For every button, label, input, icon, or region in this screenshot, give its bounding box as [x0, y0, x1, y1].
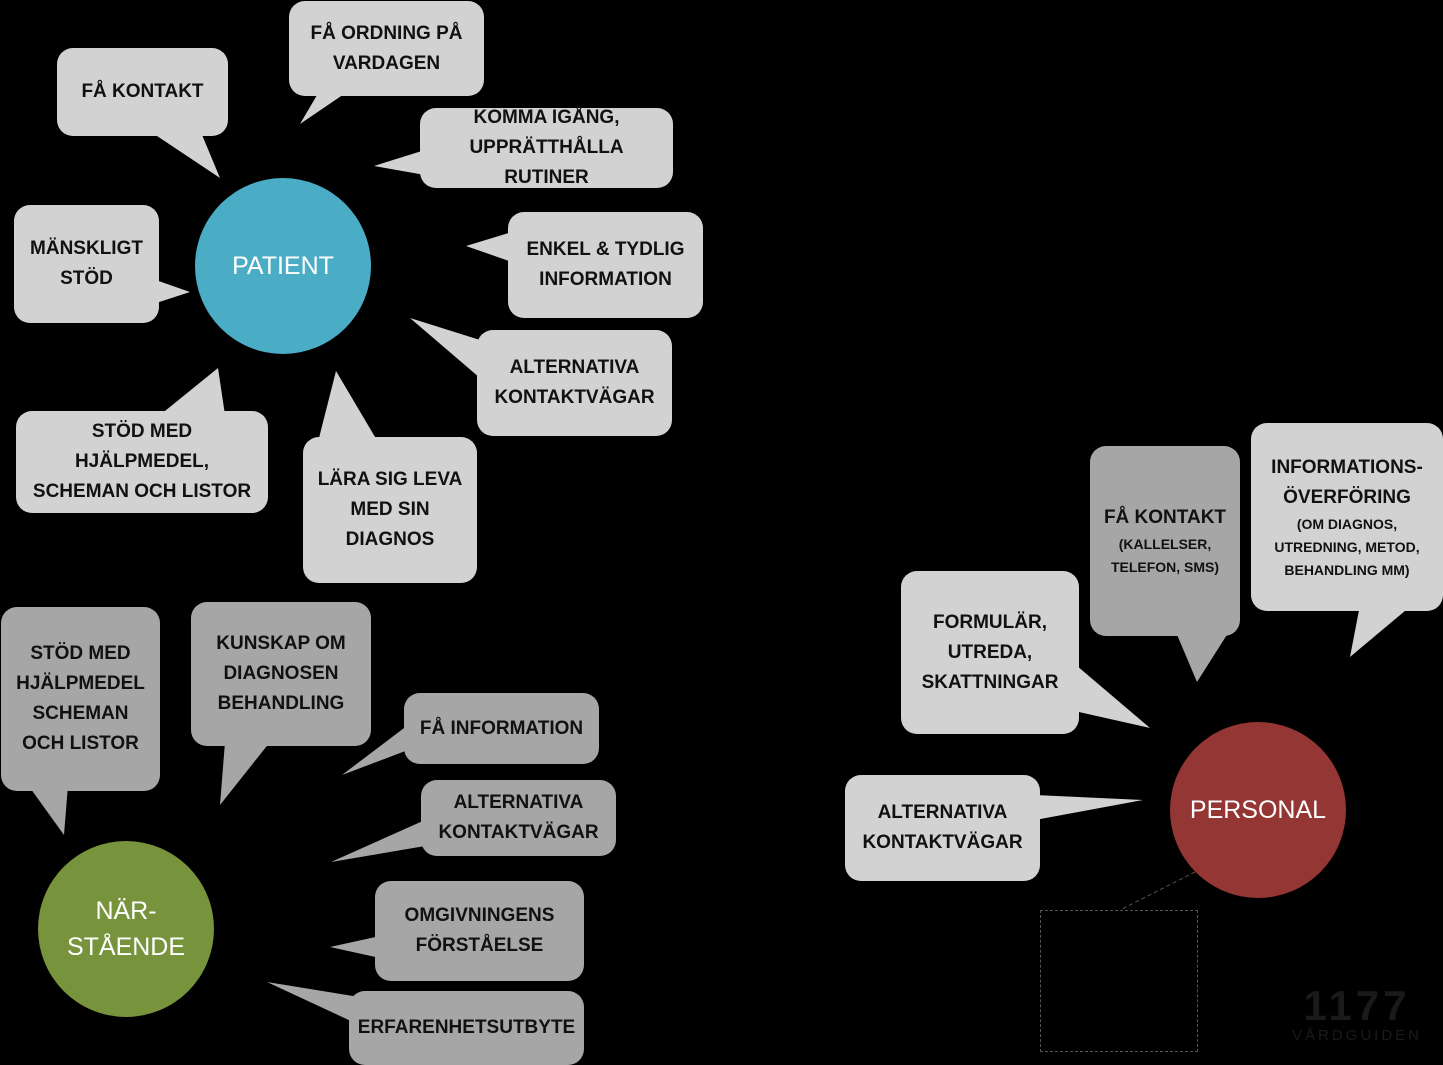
bubble-line: NÄR-	[95, 897, 157, 925]
bubble-personal-information: INFORMATIONS- ÖVERFÖRING (OM DIAGNOS, UTRE…	[1251, 423, 1443, 611]
bubble-line: STÅENDE	[66, 933, 186, 961]
bubble-line: VARDAGEN	[332, 52, 441, 74]
bubble-line: ENKEL & TYDLIG	[526, 239, 685, 260]
connector-line	[1119, 871, 1196, 911]
bubble-line: BEHANDLING	[217, 693, 345, 714]
information-details: (OM DIAGNOS, UTREDNING, METOD, BEHANDLING …	[1274, 513, 1419, 582]
bubble-patient-stod-hjalpmedel: STÖD MED HJÄLPMEDEL, SCHEMAN OCH LISTOR	[16, 411, 268, 513]
bubble-tail	[318, 371, 378, 442]
bubble-line: SCHEMAN OCH LISTOR	[32, 481, 252, 502]
bubble-personal-fa-kontakt: FÅ KONTAKT (KALLELSER, TELEFON, SMS)	[1090, 446, 1240, 636]
bubble-line: OMGIVNINGENS	[404, 905, 555, 926]
bubble-line: FÅ KONTAKT	[81, 81, 204, 102]
bubble-patient-komma-igang: KOMMA IGÅNG, UPPRÄTTHÅLLA RUTINER	[420, 107, 673, 188]
bubble-tail	[331, 820, 425, 862]
bubble-line: MÄNSKLIGT	[30, 238, 143, 259]
bubble-narstaende-stod: STÖD MED HJÄLPMEDEL SCHEMAN OCH LISTOR	[1, 607, 160, 791]
logo-number: 1177	[1303, 982, 1411, 1029]
bubble-patient-enkel-information: ENKEL & TYDLIG INFORMATION	[508, 212, 703, 318]
bubble-narstaende-kunskap: KUNSKAP OM DIAGNOSEN BEHANDLING	[191, 602, 371, 746]
bubble-patient-fa-kontakt: FÅ KONTAKT	[57, 48, 228, 136]
bubble-line: INFORMATION	[539, 269, 672, 290]
bubble-tail	[330, 936, 380, 958]
bubble-line: ALTERNATIVA	[453, 792, 584, 813]
bubble-line: DIAGNOSEN	[223, 663, 339, 684]
bubble-line: UPPRÄTTHÅLLA RUTINER	[469, 137, 624, 188]
bubble-line: KUNSKAP OM	[216, 633, 346, 654]
bubble-line: BEHANDLING MM)	[1284, 561, 1410, 578]
bubble-tail	[28, 785, 68, 835]
bubble-narstaende-omgivningens: OMGIVNINGENS FÖRSTÅELSE	[375, 881, 584, 981]
bubble-line: STÖD MED HJÄLPMEDEL,	[74, 421, 210, 472]
fa-kontakt-heading: FÅ KONTAKT	[1104, 503, 1226, 533]
bubble-tail	[150, 278, 190, 305]
bubble-line: KOMMA IGÅNG,	[473, 107, 620, 128]
bubble-tail	[466, 232, 512, 262]
vardguiden-logo: 1177 VÅRDGUIDEN	[1282, 985, 1432, 1047]
bubble-tail	[1175, 630, 1230, 682]
bubble-line: ALTERNATIVA	[509, 357, 640, 378]
fa-kontakt-details: (KALLELSER, TELEFON, SMS)	[1111, 533, 1219, 579]
bubble-line: ALTERNATIVA	[877, 802, 1008, 823]
bubble-line: MED SIN	[350, 499, 430, 520]
bubble-line: (OM DIAGNOS,	[1296, 515, 1398, 532]
bubble-tail	[1035, 795, 1143, 820]
bubble-tail	[160, 368, 225, 415]
placeholder-box	[1040, 910, 1198, 1052]
bubble-narstaende-erfarenhet: ERFARENHETSUTBYTE	[349, 991, 584, 1065]
bubble-line: ERFARENHETSUTBYTE	[357, 1017, 576, 1038]
bubble-tail	[1350, 605, 1412, 657]
bubble-line: SKATTNINGAR	[921, 671, 1059, 693]
bubble-line: KONTAKTVÄGAR	[438, 822, 599, 843]
node-patient: PATIENT	[195, 178, 371, 354]
bubble-tail	[148, 130, 220, 178]
bubble-line: UTREDNING, METOD,	[1274, 538, 1420, 555]
node-narstaende: NÄR- STÅENDE	[38, 841, 214, 1017]
bubble-line: (KALLELSER,	[1118, 536, 1212, 552]
bubble-patient-fa-ordning: FÅ ORDNING PÅ VARDAGEN	[289, 1, 484, 96]
bubble-personal-alternativa: ALTERNATIVA KONTAKTVÄGAR	[845, 775, 1040, 881]
bubble-line: FÅ ORDNING PÅ	[310, 22, 463, 44]
bubble-line: TELEFON, SMS)	[1110, 559, 1220, 575]
bubble-line: INFORMATIONS-	[1271, 456, 1423, 478]
logo-text: VÅRDGUIDEN	[1291, 1027, 1422, 1044]
bubble-patient-lara-sig: LÄRA SIG LEVA MED SIN DIAGNOS	[303, 437, 477, 583]
bubble-line: OCH LISTOR	[22, 733, 139, 754]
bubble-patient-manskligt-stod: MÄNSKLIGT STÖD	[14, 205, 159, 323]
bubble-line: FÅ KONTAKT	[1103, 507, 1227, 528]
bubble-line: FÅ INFORMATION	[419, 717, 584, 739]
bubble-personal-formular: FORMULÄR, UTREDA, SKATTNINGAR	[901, 571, 1079, 734]
bubble-line: KONTAKTVÄGAR	[494, 387, 655, 408]
node-personal: PERSONAL	[1170, 722, 1346, 898]
bubble-line: LÄRA SIG LEVA	[317, 469, 463, 490]
bubble-line: ÖVERFÖRING	[1283, 486, 1411, 508]
bubble-tail	[1070, 660, 1150, 728]
node-personal-label: PERSONAL	[1189, 796, 1327, 824]
bubble-line: FORMULÄR,	[933, 611, 1047, 633]
bubble-tail	[374, 150, 425, 175]
bubble-line: STÖD MED	[30, 643, 131, 664]
bubble-narstaende-alternativa: ALTERNATIVA KONTAKTVÄGAR	[421, 780, 616, 856]
bubble-tail	[342, 725, 408, 775]
bubble-patient-alternativa: ALTERNATIVA KONTAKTVÄGAR	[477, 330, 672, 436]
bubble-line: SCHEMAN	[32, 703, 129, 724]
bubble-line: UTREDA,	[947, 641, 1033, 663]
bubble-tail	[267, 982, 353, 1022]
bubble-line: DIAGNOS	[345, 529, 435, 550]
bubble-tail	[300, 90, 350, 124]
node-patient-label: PATIENT	[232, 252, 334, 280]
bubble-tail	[410, 318, 480, 378]
bubble-line: STÖD	[60, 268, 113, 289]
bubble-line: FÖRSTÅELSE	[415, 935, 544, 956]
information-heading: INFORMATIONS- ÖVERFÖRING	[1271, 453, 1423, 513]
bubble-line: HJÄLPMEDEL	[16, 673, 145, 694]
bubble-line: KONTAKTVÄGAR	[862, 832, 1023, 853]
bubble-narstaende-fa-information: FÅ INFORMATION	[404, 693, 599, 764]
bubble-tail	[220, 742, 270, 805]
